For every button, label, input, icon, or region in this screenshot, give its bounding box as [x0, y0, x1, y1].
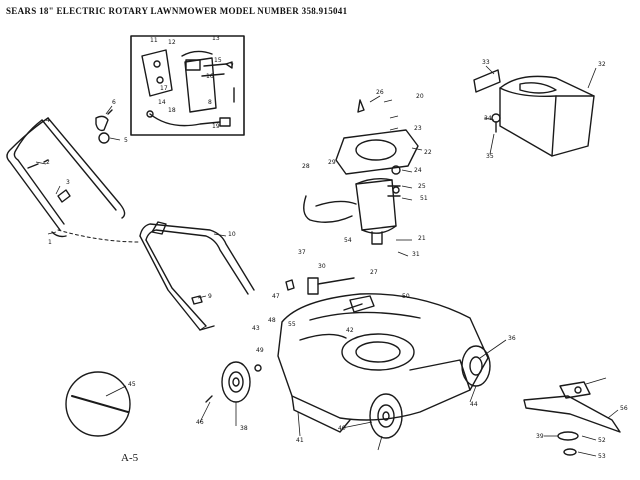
part-callout-37: 37: [298, 249, 306, 256]
part-callout-46: 46: [196, 419, 204, 426]
part-callout-4: 4: [46, 117, 50, 124]
part-callout-24: 24: [414, 167, 422, 174]
motor-cover: [473, 69, 595, 157]
part-callout-23: 23: [414, 125, 422, 132]
part-callout-35: 35: [486, 153, 494, 160]
part-callout-30: 30: [318, 263, 326, 270]
part-callout-54: 54: [344, 237, 352, 244]
part-callout-51: 51: [420, 195, 428, 202]
part-callout-13: 13: [212, 35, 220, 42]
part-callout-55: 55: [288, 321, 296, 328]
part-callout-34: 34: [484, 115, 492, 122]
part-callout-44: 44: [470, 401, 478, 408]
part-callout-27: 27: [370, 269, 378, 276]
cord-clip: [95, 109, 113, 144]
part-callout-6: 6: [112, 99, 116, 106]
part-callout-25: 25: [418, 183, 426, 190]
part-callout-5: 5: [124, 137, 128, 144]
part-callout-41: 41: [296, 437, 304, 444]
part-callout-26: 26: [376, 89, 384, 96]
page-label: A-5: [121, 452, 139, 464]
blade-detail-circle: [65, 371, 131, 437]
part-callout-1: 1: [48, 239, 52, 246]
part-callout-45: 45: [128, 381, 136, 388]
part-callout-39: 39: [536, 433, 544, 440]
diagram-title: SEARS 18" ELECTRIC ROTARY LAWNMOWER MODE…: [6, 6, 348, 16]
part-callout-33: 33: [482, 59, 490, 66]
front-wheel: [369, 393, 403, 439]
leader-lines: [35, 65, 619, 457]
part-callout-15: 15: [214, 57, 222, 64]
part-callout-36: 36: [508, 335, 516, 342]
left-wheel: [205, 361, 262, 403]
switch-box-inset: [130, 35, 245, 136]
part-callout-29: 29: [328, 159, 336, 166]
part-callout-3: 3: [66, 179, 70, 186]
part-callout-17: 17: [160, 85, 168, 92]
part-callout-47: 47: [272, 293, 280, 300]
part-callout-42: 42: [346, 327, 354, 334]
part-callout-2: 2: [46, 159, 50, 166]
part-callout-38: 38: [240, 425, 248, 432]
part-callout-11: 11: [150, 37, 158, 44]
part-callout-7: 7: [230, 63, 234, 70]
part-callout-52: 52: [598, 437, 606, 444]
power-cord: [57, 229, 141, 243]
part-callout-10: 10: [228, 231, 236, 238]
part-callout-28: 28: [302, 163, 310, 170]
motor-plate: [335, 99, 419, 175]
lower-handle: [139, 221, 255, 331]
part-callout-32: 32: [598, 61, 606, 68]
part-callout-40: 40: [338, 425, 346, 432]
part-callout-56: 56: [620, 405, 628, 412]
mower-deck: [277, 277, 489, 433]
part-callout-16: 16: [206, 73, 214, 80]
part-callout-19: 19: [212, 123, 220, 130]
part-callout-18: 18: [168, 107, 176, 114]
part-callout-12: 12: [168, 39, 176, 46]
blade-assembly: [523, 381, 621, 456]
part-callout-14: 14: [158, 99, 166, 106]
part-callout-21: 21: [418, 235, 426, 242]
part-callout-31: 31: [412, 251, 420, 258]
part-callout-50: 50: [402, 293, 410, 300]
part-callout-22: 22: [424, 149, 432, 156]
part-callout-20: 20: [416, 93, 424, 100]
part-callout-43: 43: [252, 325, 260, 332]
part-callout-8: 8: [208, 99, 212, 106]
upper-handle: [6, 117, 126, 238]
part-callout-48: 48: [268, 317, 276, 324]
motor: [303, 165, 401, 245]
part-callout-49: 49: [256, 347, 264, 354]
part-callout-9: 9: [208, 293, 212, 300]
part-callout-53: 53: [598, 453, 606, 460]
